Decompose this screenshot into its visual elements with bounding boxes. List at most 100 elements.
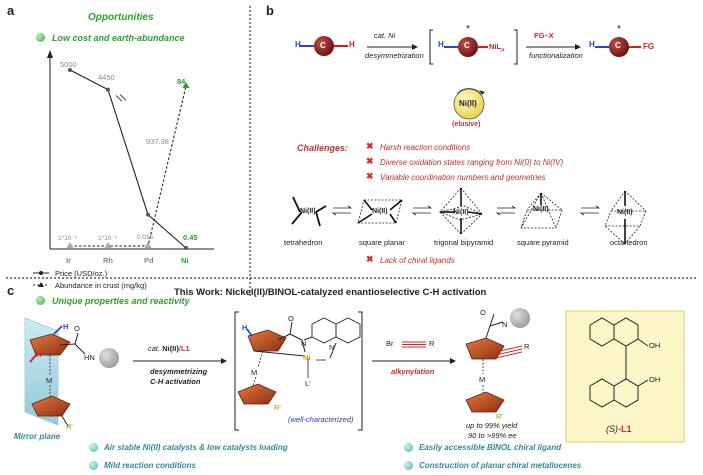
x-mark-icon: ✖ [366,141,374,151]
ee-label: 90 to >99% ee [468,431,517,440]
coordination-geometries [291,187,647,245]
price-point-rh [106,87,110,92]
cat-ni-label: cat. Ni [374,31,396,40]
challenge-2: Diverse oxidation states ranging from Ni… [380,158,564,167]
abundance-series-line [70,85,187,247]
intermediate-n2: N [329,343,335,352]
panel-c-title: This Work: Nickel(II)/BINOL-catalyzed en… [174,287,487,298]
price-series-line [69,69,187,249]
intermediate-r-prime: R' [274,403,281,412]
x-tick-rh: Rh [103,256,113,265]
challenge-1: Harsh reaction conditions [380,143,471,152]
product-o: O [480,308,486,317]
substrate-o: O [74,324,80,333]
product-r: R [524,342,530,351]
abundance-label-ni: 84 [177,77,186,86]
opportunities-title: Opportunities [88,12,154,23]
geo-label-trigonal-bipyramid: trigonal bipyramid [434,238,494,247]
challenges-label: Challenges: [297,143,349,153]
catalyst-label: cat. Ni(II)/L1 [148,344,190,353]
product-n: N [502,320,508,329]
intermediate-o: O [288,314,294,323]
panel-a-letter: a [7,3,15,18]
opportunity-low-cost: Low cost and earth-abundance [52,33,185,43]
sub-h-left: H [295,40,301,49]
desymmetrization-label: desymmetrization [365,51,424,60]
legend-icons [33,271,49,287]
green-bullet-icon [36,33,45,42]
challenge-chiral-ligands: Lack of chiral ligands [380,256,455,265]
panel-b-scheme [300,29,641,120]
x-tick-ni: Ni [181,256,189,265]
int-nil: NiLn [489,42,505,54]
abundance-point-pd [144,241,152,248]
ligand-oh-top: OH [649,341,661,350]
abundance-label-rh: 1*10⁻³ [98,235,117,242]
geo-label-square-planar: square planar [359,238,405,247]
geo-ni-trigonal-bipyramid: Ni(II) [453,209,469,216]
substrate-h-blue: H [63,322,69,331]
legend-price: Price (USD/oz.) [55,269,108,278]
ch-activation-label: C-H activation [150,377,201,386]
intermediate-m: M [251,368,258,377]
alkynylation-label: alkynylation [391,367,435,376]
reagent-br: Br [386,339,394,348]
x-mark-icon: ✖ [366,171,374,181]
product-m: M [479,375,486,384]
x-mark-icon: ✖ [366,254,374,264]
geo-ni-octahedron: Ni(II) [617,209,633,216]
panel-divider-vertical [249,6,251,296]
ligand-oh-bottom: OH [649,375,661,384]
sub-h-right: H [349,40,355,49]
panel-c-letter: c [7,283,15,298]
price-label-pd: 937.38 [146,137,169,146]
x-tick-ir: Ir [66,256,72,265]
fg-x-label: FG–X [534,31,554,40]
x-tick-pd: Pd [144,256,154,265]
geo-label-tetrahedron: tetrahedron [284,238,323,247]
challenge-3: Variable coordination numbers and geomet… [380,173,546,182]
product-r-prime: R' [496,412,503,421]
advantage-4: Construction of planar chiral metallocen… [419,461,582,470]
legend-abundance: Abundance in crust (mg/kg) [55,281,147,290]
price-label-rh: 4450 [98,73,115,82]
int-star: * [466,24,470,35]
abundance-point-ir [66,241,74,248]
teal-bullet-icon [404,461,413,470]
price-abundance-chart [47,50,214,250]
mirror-plane-label: Mirror plane [14,432,61,441]
geo-ni-square-pyramid: Ni(II) [533,206,549,213]
advantage-2: Easily accessible BINOL chiral ligand [419,443,562,452]
opportunity-unique: Unique properties and reactivity [52,296,190,306]
teal-bullet-icon [404,443,413,452]
price-label-ni: 0.45 [183,233,198,242]
substrate-h-red: H [36,350,42,359]
prod-h: H [589,40,595,49]
teal-bullet-icon [89,443,98,452]
abundance-label-ir: 1*10⁻³ [58,235,77,242]
intermediate-h: H [242,323,248,332]
panel-b-letter: b [266,3,274,18]
abundance-label-pd: 0.015 [137,234,154,241]
x-mark-icon: ✖ [366,156,374,166]
geo-ni-square-planar: Ni(II) [372,208,388,215]
intermediate-l-prime: L' [305,379,311,388]
sub-c: C [320,41,326,50]
prod-c: C [615,41,621,50]
prod-star: * [617,24,621,35]
ni-center-label: Ni(II) [459,99,477,108]
advantage-3: Mild reaction conditions [104,461,197,470]
prod-fg: FG [643,42,655,51]
elusive-label: (elusive) [452,121,481,128]
functionalization-label: functionalization [529,51,583,60]
axis-break-mark [115,94,127,102]
ligand-label: (S)-L1 [606,424,632,434]
green-bullet-icon [36,296,45,305]
price-point-ni [184,245,188,250]
substrate-r-prime: R' [66,422,73,431]
substrate-m: M [46,376,53,385]
int-c: C [464,41,470,50]
geo-label-square-pyramid: square pyramid [517,238,569,247]
